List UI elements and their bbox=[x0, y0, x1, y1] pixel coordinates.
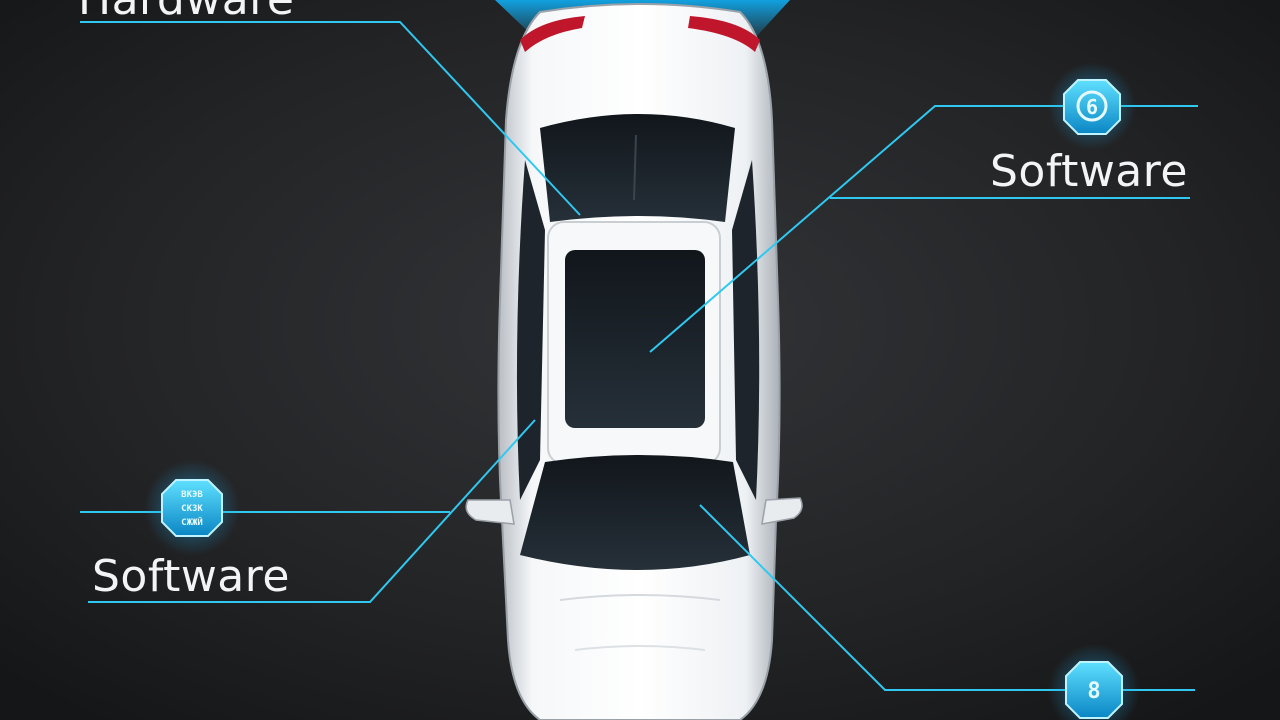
badge-top-right: 6 bbox=[1048, 62, 1136, 150]
badge-left-line-2: СКЗК bbox=[181, 504, 203, 514]
badge-top-right-glyph: 6 bbox=[1086, 95, 1098, 119]
mirror-left bbox=[465, 499, 515, 525]
car bbox=[465, 3, 803, 720]
badge-bottom-right-glyph: 8 bbox=[1087, 679, 1100, 704]
badge-left-line-3: СЖЖЙ bbox=[181, 516, 203, 528]
badge-left: ВКЭВ СКЗК СЖЖЙ bbox=[144, 460, 240, 556]
rear-window bbox=[540, 114, 735, 222]
badge-left-line-1: ВКЭВ bbox=[181, 490, 203, 500]
mirror-right bbox=[761, 497, 803, 525]
taillight-right bbox=[688, 16, 760, 52]
sunroof bbox=[565, 250, 705, 428]
side-window-right bbox=[732, 160, 760, 500]
software-label-left: Software bbox=[92, 551, 290, 602]
side-window-left bbox=[516, 160, 545, 500]
software-left-underline bbox=[88, 419, 536, 603]
hardware-label: Hardware bbox=[78, 0, 294, 22]
taillight-left bbox=[520, 16, 585, 52]
windshield bbox=[520, 455, 750, 570]
badge-bottom-right: 8 bbox=[1048, 644, 1140, 720]
software-label-right: Software bbox=[990, 146, 1188, 197]
hardware-connector bbox=[80, 21, 581, 216]
